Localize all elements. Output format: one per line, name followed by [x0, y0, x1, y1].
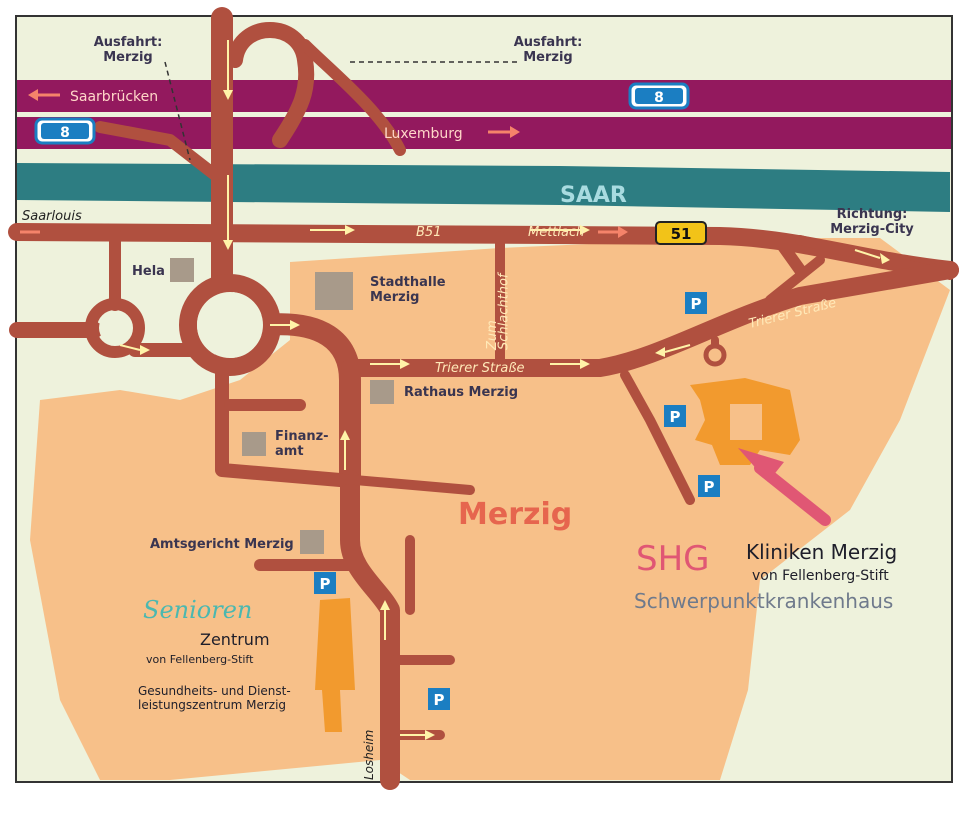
trierer-strasse-label-1: Trierer Straße	[435, 361, 525, 376]
roundabout-hospital	[703, 343, 727, 367]
a8-shield-east: 8	[628, 82, 690, 110]
roundabout-main-center	[197, 292, 263, 358]
shg-type: Schwerpunktkrankenhaus	[634, 589, 893, 613]
svg-text:P: P	[434, 691, 445, 709]
hospital-courtyard	[730, 404, 762, 440]
highway-westbound	[17, 80, 951, 112]
saarlouis-label: Saarlouis	[22, 209, 82, 224]
senioren-logo: Senioren	[143, 596, 252, 624]
senioren-sub: von Fellenberg-Stift	[146, 653, 254, 666]
a8-shield-west: 8	[34, 117, 96, 145]
building-rathaus	[370, 380, 394, 404]
building-hela	[170, 258, 194, 282]
svg-text:8: 8	[60, 125, 70, 141]
svg-text:8: 8	[654, 90, 664, 106]
losheim-label: Losheim	[362, 730, 376, 780]
shg-name: Kliniken Merzig	[746, 540, 897, 564]
finanzamt-label: Finanz-amt	[275, 429, 329, 459]
svg-text:P: P	[670, 408, 681, 426]
roundabout-west-center	[99, 312, 131, 344]
hospital-arrow-head	[738, 448, 784, 482]
exit-label-west: Ausfahrt:Merzig	[94, 35, 163, 65]
shg-logo: SHG	[636, 539, 710, 579]
parking-sign-4: P	[314, 572, 336, 594]
mettlach-label: Mettlach	[528, 225, 584, 240]
svg-text:P: P	[320, 575, 331, 593]
b51-label: B51	[416, 225, 441, 240]
building-stadthalle	[315, 272, 353, 310]
river-label: SAAR	[560, 183, 627, 208]
exit-label-east: Ausfahrt:Merzig	[514, 35, 583, 65]
b51-shield: 51	[655, 221, 707, 245]
building-amtsgericht	[300, 530, 324, 554]
parking-sign-3: P	[698, 475, 720, 497]
svg-text:51: 51	[671, 225, 692, 243]
luxemburg-label: Luxemburg	[384, 126, 463, 142]
town-area	[30, 238, 950, 780]
schlachthof-label: ZumSchlachthof	[485, 271, 512, 351]
building-finanzamt	[242, 432, 266, 456]
richtung-label: Richtung:Merzig-City	[830, 207, 914, 237]
hela-label: Hela	[132, 264, 165, 279]
saarbruecken-label: Saarbrücken	[70, 89, 158, 105]
gesundheit-label: Gesundheits- und Dienst-leistungszentrum…	[138, 684, 291, 712]
svg-text:P: P	[704, 478, 715, 496]
parking-sign-1: P	[685, 292, 707, 314]
senior-center-building	[315, 598, 355, 732]
amtsgericht-label: Amtsgericht Merzig	[150, 537, 294, 552]
river-saar	[17, 163, 950, 212]
rathaus-label: Rathaus Merzig	[404, 385, 518, 400]
parking-sign-5: P	[428, 688, 450, 710]
senioren-zentrum: Zentrum	[200, 630, 270, 649]
roundabout-west	[85, 298, 145, 358]
town-label: Merzig	[458, 497, 572, 532]
traffic-arrows	[119, 40, 890, 740]
parking-sign-2: P	[664, 405, 686, 427]
shg-subname: von Fellenberg-Stift	[752, 568, 889, 584]
svg-text:P: P	[691, 295, 702, 313]
